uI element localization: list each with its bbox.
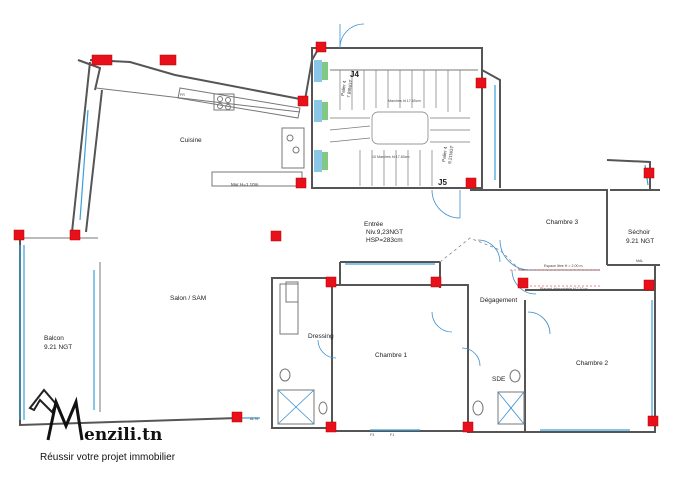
watermark-tagline: Réussir votre projet immobilier	[40, 452, 176, 463]
label-degagement: Dégagement	[480, 297, 517, 304]
label-f3: F3	[370, 433, 374, 437]
label-dressing: Dressing	[308, 333, 334, 340]
label-marches-bottom: 10 Marches ht 17.60cm	[372, 155, 410, 159]
label-mur: Mur H=1.10m	[231, 182, 259, 187]
label-sechoir: Séchoir	[628, 229, 651, 236]
watermark-brand: enzili.tn	[84, 425, 162, 445]
label-j5: J5	[438, 178, 447, 187]
bathroom-fixtures	[277, 281, 525, 425]
brand-logo-icon	[28, 388, 58, 414]
label-cuisine: Cuisine	[180, 137, 202, 144]
label-chambre-2: Chambre 2	[576, 360, 609, 367]
label-palier-bottom: Palier 4	[441, 146, 448, 162]
label-j4: J4	[350, 70, 359, 79]
label-entree-level: Niv.9,23NGT	[366, 229, 403, 236]
label-palier-top: Palier 4	[340, 80, 347, 96]
label-chambre-1: Chambre 1	[375, 352, 408, 359]
windows	[19, 85, 653, 431]
brand-m-mark	[46, 396, 84, 441]
label-fr: FR	[180, 93, 185, 97]
staircase	[314, 60, 470, 186]
label-alt: ALT6	[250, 417, 258, 421]
label-f1: F1	[390, 433, 394, 437]
label-palier-top-level: 7.89NGT	[346, 79, 354, 98]
label-espace-libre: Espace libre H = 2.00 m	[544, 264, 582, 268]
label-chambre-3: Chambre 3	[546, 219, 579, 226]
annotations: J4 J5 Palier 4 7.89NGT Palier 4 9.21NGT …	[180, 70, 643, 437]
label-balcon-level: 9.21 NGT	[44, 344, 72, 351]
label-sde: SDE	[492, 376, 506, 383]
label-marches-top: Marches ht 17.60cm	[388, 99, 421, 103]
label-balcon: Balcon	[44, 335, 64, 342]
label-entree: Entrée	[364, 221, 384, 228]
room-labels: Cuisine Entrée Niv.9,23NGT HSP=283cm Sal…	[44, 137, 654, 383]
label-salon: Salon / SAM	[170, 295, 206, 302]
watermark: enzili.tn Réussir votre projet immobilie…	[28, 388, 176, 463]
label-entree-height: HSP=283cm	[366, 237, 403, 244]
label-palier-bottom-level: 9.21NGT	[447, 145, 455, 164]
structural-columns	[13, 41, 659, 433]
doors	[317, 23, 551, 367]
label-sechoir-level: 9.21 NGT	[626, 238, 654, 245]
kitchen-fixtures	[177, 87, 305, 187]
label-mal: MAL	[636, 259, 643, 263]
label-placard: Placard démontable H 2.10 m	[540, 287, 588, 291]
